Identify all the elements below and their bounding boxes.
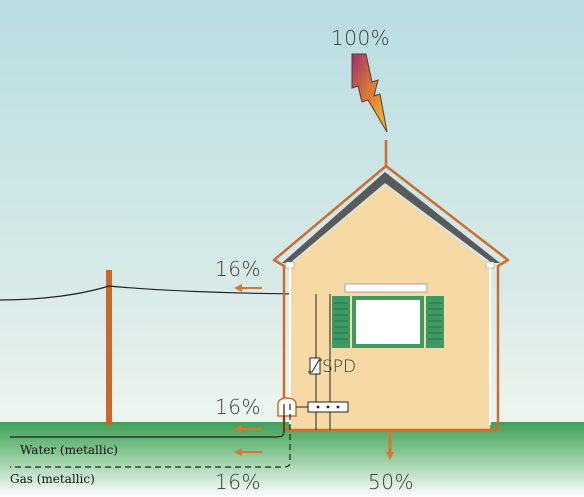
window-sill <box>344 283 428 293</box>
spd-label: SPD <box>322 357 357 377</box>
gas-pipe-percent-label: 16% <box>215 470 261 494</box>
strike-percent-label: 100% <box>331 26 391 50</box>
bonding-bar-terminal <box>336 405 340 409</box>
overhead-line-percent-label: 16% <box>215 257 261 281</box>
water-pipe <box>10 404 285 438</box>
right-shutter <box>426 296 444 348</box>
right-gutter <box>485 261 495 269</box>
right-shutter-slats <box>428 302 442 340</box>
pipe-entry-box <box>277 397 297 417</box>
earth-percent-label: 50% <box>368 470 414 494</box>
left-shutter-slats <box>334 302 348 340</box>
spd-varistor-mark <box>308 359 322 373</box>
gas-pipe <box>10 404 291 468</box>
utility-pole <box>106 270 112 426</box>
water-pipe-label: Water (metallic) <box>20 443 118 457</box>
ground <box>0 422 584 497</box>
lightning-bolt-icon <box>351 53 388 133</box>
water-pipe-percent-label: 16% <box>215 395 261 419</box>
left-gutter <box>285 261 295 269</box>
gas-pipe-label: Gas (metallic) <box>10 472 95 486</box>
bonding-bar-terminal <box>326 405 330 409</box>
left-shutter <box>332 296 350 348</box>
window-pane <box>356 300 420 344</box>
bonding-bar-terminal <box>316 405 320 409</box>
overhead-power-line <box>0 285 321 301</box>
